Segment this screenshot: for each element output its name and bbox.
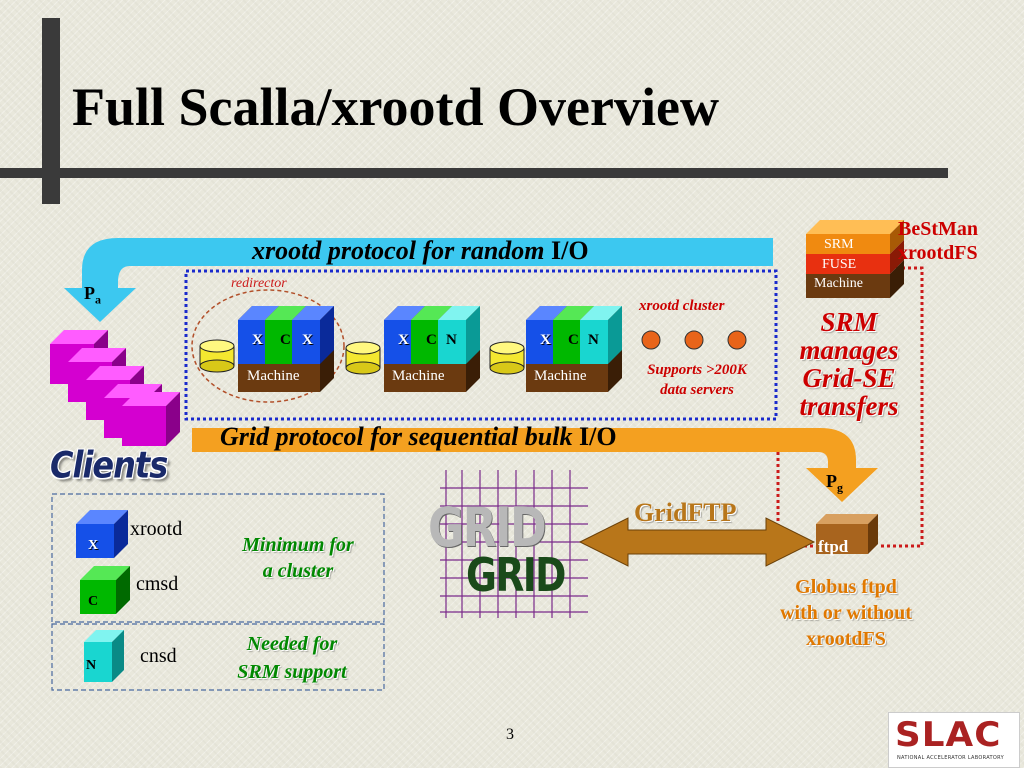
supports-label: Supports >200K data servers — [626, 360, 768, 400]
fuse-text: FUSE — [822, 257, 857, 272]
machine-3 — [526, 306, 622, 392]
srm-manages-line-4: transfers — [799, 391, 899, 421]
xrootd-cluster-label: xrootd cluster — [639, 298, 725, 314]
slac-logo-subtext: NATIONAL ACCELERATOR LABORATORY — [897, 755, 1004, 761]
machine-1-letter-x2: X — [302, 332, 313, 348]
srm-manages-line-1: SRM — [820, 307, 878, 337]
legend-letter-n: N — [86, 658, 97, 673]
title-vertical-bar — [42, 18, 60, 204]
clients-label: Clients — [50, 443, 168, 487]
supports-line-2: data servers — [660, 382, 734, 398]
machine-1-letter-x: X — [252, 332, 263, 348]
machine-1-x — [238, 320, 265, 364]
machine-1-x2 — [292, 320, 320, 364]
grid-lattice — [440, 470, 588, 618]
machine-1-c — [265, 320, 292, 364]
disk-drum-2 — [345, 341, 381, 375]
srm-manages-text: SRM manages Grid-SE transfers — [784, 308, 914, 420]
machine-1-letter-c: C — [280, 332, 291, 348]
min-cluster-text: Minimum for a cluster — [222, 532, 374, 584]
srm-support-line-1: Needed for — [246, 633, 338, 655]
port-g-sub: g — [837, 480, 843, 495]
port-g-letter: P — [826, 471, 837, 491]
gridftp-label: GridFTP — [634, 498, 737, 527]
ftpd-cube — [816, 514, 878, 554]
grid-protocol-italic: Grid protocol for sequential bulk — [220, 422, 573, 451]
legend-name-xrootd: xrootd — [130, 518, 183, 540]
machine-2-letter-n: N — [446, 332, 457, 348]
min-cluster-line-1: Minimum for — [242, 534, 354, 556]
globus-line-2: with or without — [780, 602, 912, 624]
xrootd-cluster-box — [184, 269, 778, 421]
page-number: 3 — [506, 726, 514, 743]
machine-text: Machine — [814, 276, 863, 291]
grid-protocol-io: I/O — [578, 422, 617, 451]
xrootdfs-label: xrootdFS — [898, 242, 978, 264]
machine-3-label: Machine — [534, 368, 587, 384]
min-cluster-line-2: a cluster — [262, 560, 334, 582]
xrootd-protocol-italic: xrootd protocol for random — [252, 236, 545, 265]
srm-support-line-2: SRM support — [237, 661, 347, 683]
machine-2-letter-x: X — [398, 332, 409, 348]
srm-machine — [806, 220, 904, 298]
srm-manages-line-3: Grid-SE — [802, 363, 896, 393]
srm-grid-box — [880, 266, 924, 548]
srm-grid-box-left — [776, 452, 816, 548]
grid-word-front: GRID — [466, 548, 566, 602]
globus-line-3: xrootdFS — [806, 628, 886, 650]
xrootd-protocol-io: I/O — [551, 236, 589, 265]
grid-word-back: GRID — [428, 496, 547, 559]
legend-box-min-cluster — [51, 493, 385, 623]
machine-1 — [238, 306, 334, 392]
srm-support-text: Needed for SRM support — [214, 630, 370, 686]
xrootd-protocol-arrow — [64, 238, 773, 322]
client-cube — [122, 392, 180, 446]
disk-drum-3 — [489, 341, 525, 375]
legend-name-cmsd: cmsd — [136, 573, 179, 595]
globus-line-1: Globus ftpd — [795, 576, 897, 598]
machine-2-letter-c: C — [426, 332, 437, 348]
port-g-label: Pg — [826, 471, 843, 496]
grid-protocol-label: Grid protocol for sequential bulk I/O — [220, 422, 617, 452]
title-horizontal-bar — [0, 168, 948, 178]
gridftp-arrow — [578, 517, 816, 567]
srm-manages-line-2: manages — [799, 335, 899, 365]
legend-letter-c: C — [88, 594, 99, 609]
machine-2 — [384, 306, 480, 392]
cluster-dots — [641, 330, 747, 350]
grid-protocol-arrow — [192, 428, 878, 502]
machine-1-label: Machine — [247, 368, 300, 384]
port-a-label: Pa — [84, 283, 101, 308]
slac-logo-text: SLAC — [895, 715, 1002, 755]
slac-logo: SLAC NATIONAL ACCELERATOR LABORATORY — [888, 712, 1020, 768]
bestman-label: BeStMan — [898, 218, 978, 240]
supports-line-1: Supports >200K — [647, 362, 747, 378]
ftpd-label: ftpd — [818, 537, 849, 556]
srm-text: SRM — [824, 237, 854, 252]
legend-cube-c — [80, 566, 130, 614]
machine-3-letter-x: X — [540, 332, 551, 348]
port-a-letter: P — [84, 283, 95, 303]
legend-box-srm — [51, 623, 385, 691]
disk-drum-1 — [199, 339, 235, 373]
machine-2-label: Machine — [392, 368, 445, 384]
machine-3-letter-c: C — [568, 332, 579, 348]
page-title: Full Scalla/xrootd Overview — [72, 77, 719, 137]
redirector-ellipse — [191, 289, 345, 403]
xrootd-protocol-label: xrootd protocol for random I/O — [252, 236, 589, 266]
legend-cube-n — [84, 630, 124, 682]
port-a-sub: a — [95, 292, 101, 307]
legend-cube-x — [76, 510, 128, 558]
legend-name-cnsd: cnsd — [140, 645, 177, 667]
client-cubes — [50, 330, 180, 446]
legend-letter-x: X — [88, 538, 99, 553]
redirector-label: redirector — [231, 276, 287, 291]
globus-text: Globus ftpd with or without xrootdFS — [756, 574, 936, 652]
machine-3-letter-n: N — [588, 332, 599, 348]
